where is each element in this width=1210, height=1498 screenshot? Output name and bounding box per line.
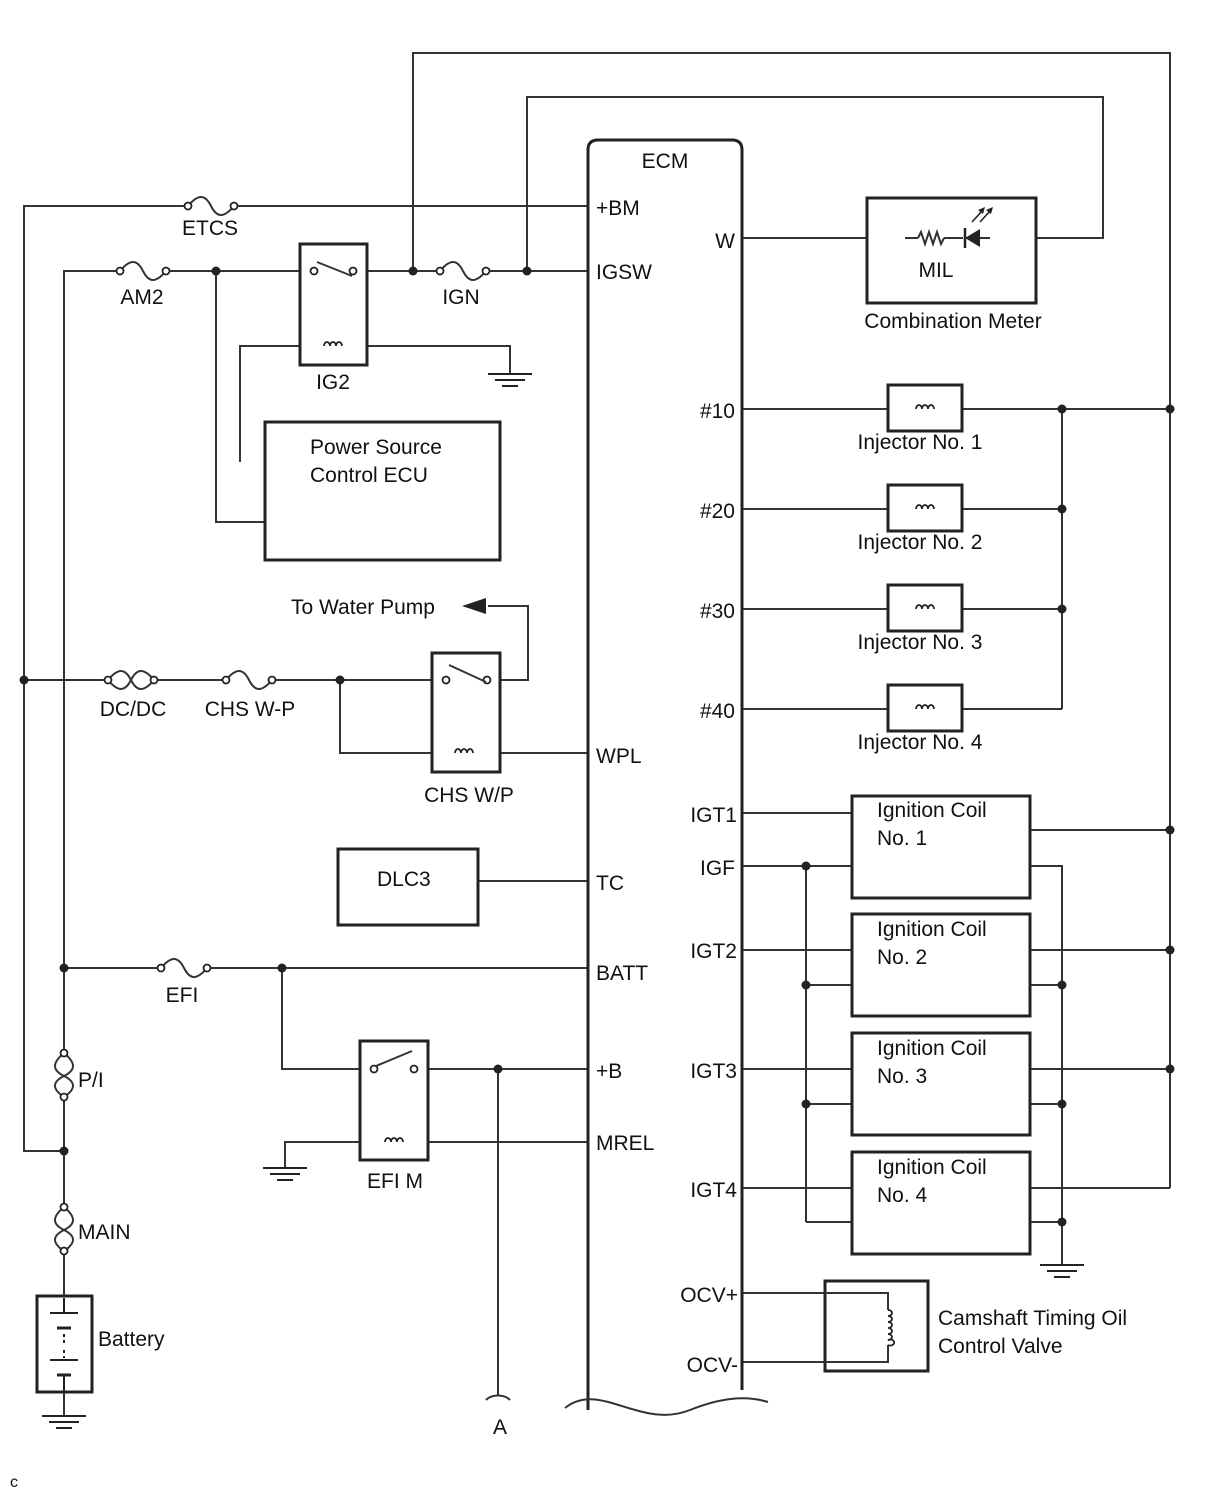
fuse-dcdc: [103, 670, 159, 690]
dlc3-box: [336, 847, 480, 927]
pin-igt1: IGT1: [690, 804, 737, 827]
dlc3-label: DLC3: [377, 868, 431, 891]
relay-chs-wp: [430, 651, 502, 774]
fuse-efi: [156, 958, 212, 978]
ignition-coil-2-box: [850, 912, 1032, 1018]
injector-3-label: Injector No. 3: [858, 631, 983, 654]
junctions: [19, 266, 1175, 1227]
ignition-coil-3-box: [850, 1031, 1032, 1137]
pin-ocv-plus: OCV+: [680, 1284, 738, 1307]
ecm-title: ECM: [642, 150, 689, 173]
ground-coils: [1039, 1264, 1085, 1278]
pin-batt: BATT: [596, 962, 648, 985]
ground-efi-m: [262, 1167, 308, 1181]
battery-label: Battery: [98, 1328, 165, 1351]
connector-a-break: [485, 1394, 511, 1401]
injector-4: [886, 683, 964, 733]
fuse-etcs-label: ETCS: [182, 217, 238, 240]
ignition-coil-4-line2: No. 4: [877, 1184, 928, 1207]
ignition-coil-3-line1: Ignition Coil: [877, 1037, 987, 1060]
pin-10: #10: [700, 400, 735, 423]
pin-b: +B: [596, 1060, 622, 1083]
battery-symbol: [35, 1294, 94, 1394]
combination-meter: [865, 196, 1038, 305]
pin-mrel: MREL: [596, 1132, 654, 1155]
ignition-coil-4-box: [850, 1150, 1032, 1256]
ignition-coil-4-line1: Ignition Coil: [877, 1156, 987, 1179]
ignition-coil-1-line1: Ignition Coil: [877, 799, 987, 822]
pin-40: #40: [700, 700, 735, 723]
power-source-ecu-line2: Control ECU: [310, 464, 428, 487]
fuse-chs-wp: [221, 670, 277, 690]
pin-igsw: IGSW: [596, 261, 652, 284]
pin-w: W: [715, 230, 735, 253]
power-source-ecu-line1: Power Source: [310, 436, 442, 459]
ignition-coil-3-line2: No. 3: [877, 1065, 927, 1088]
ground-ig2: [487, 373, 533, 387]
injector-2-label: Injector No. 2: [858, 531, 983, 554]
pin-wpl: WPL: [596, 745, 642, 768]
fuse-main: [54, 1202, 74, 1256]
mil-label: MIL: [918, 259, 953, 282]
ocv-label-line1: Camshaft Timing Oil: [938, 1307, 1127, 1330]
water-pump-label: To Water Pump: [291, 596, 435, 619]
relay-ig2-label: IG2: [316, 371, 350, 394]
relay-ig2: [298, 242, 369, 367]
ecm-box: [586, 138, 744, 1410]
ocv-label-line2: Control Valve: [938, 1335, 1063, 1358]
relay-efi-m-label: EFI M: [367, 1170, 423, 1193]
pin-igf: IGF: [700, 857, 735, 880]
fuse-etcs: [183, 196, 239, 216]
pin-igt4: IGT4: [690, 1179, 737, 1202]
injector-2: [886, 483, 964, 533]
injector-3: [886, 583, 964, 633]
pin-30: #30: [700, 600, 735, 623]
power-source-ecu-box: [263, 420, 502, 562]
injector-4-label: Injector No. 4: [858, 731, 983, 754]
fuse-efi-label: EFI: [166, 984, 199, 1007]
ignition-coil-1-box: [850, 794, 1032, 900]
pin-igt2: IGT2: [690, 940, 737, 963]
ignition-coil-1-line2: No. 1: [877, 827, 927, 850]
ignition-coil-2-line2: No. 2: [877, 946, 927, 969]
fuse-am2-label: AM2: [120, 286, 163, 309]
injector-1: [886, 383, 964, 433]
pin-igt3: IGT3: [690, 1060, 737, 1083]
pin-20: #20: [700, 500, 735, 523]
water-pump-arrow: [462, 598, 486, 614]
ignition-coil-2-line1: Ignition Coil: [877, 918, 987, 941]
fuse-ign-label: IGN: [442, 286, 479, 309]
corner-mark: c: [10, 1474, 18, 1491]
relay-chs-wp-label: CHS W/P: [424, 784, 514, 807]
pin-ocv-minus: OCV-: [687, 1354, 738, 1377]
fuse-am2: [115, 261, 171, 281]
pin-bm: +BM: [596, 197, 640, 220]
fuse-pi: [54, 1048, 74, 1102]
pin-tc: TC: [596, 872, 624, 895]
ground-battery: [41, 1415, 87, 1429]
fuse-chs-wp-label: CHS W-P: [205, 698, 296, 721]
fuse-ign: [435, 261, 491, 281]
fuse-pi-label: P/I: [78, 1069, 104, 1092]
connector-a-label: A: [493, 1416, 507, 1439]
combination-meter-label: Combination Meter: [864, 310, 1041, 333]
fuse-main-label: MAIN: [78, 1221, 131, 1244]
fuse-dcdc-label: DC/DC: [100, 698, 167, 721]
injector-1-label: Injector No. 1: [858, 431, 983, 454]
ocv-box: [823, 1279, 930, 1373]
relay-efi-m: [358, 1039, 430, 1162]
